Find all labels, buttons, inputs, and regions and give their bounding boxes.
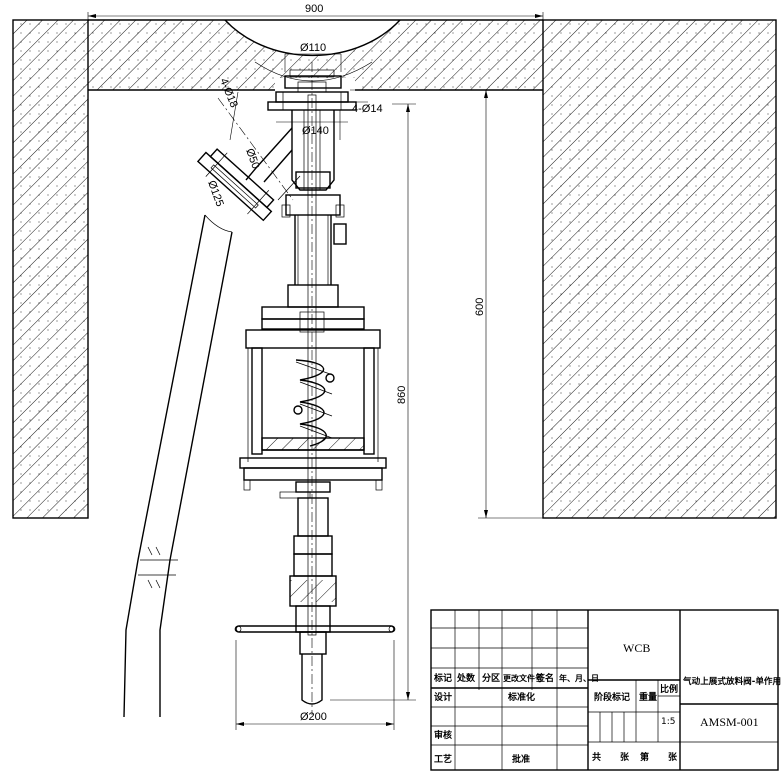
dim-branch: Ø50: [243, 147, 261, 171]
title-block: 标记 处数 分区 更改文件号 签名 年、月、日 设计 标准化 审核 工艺 批准 …: [430, 609, 781, 771]
dim-600: 600: [474, 298, 486, 316]
dim-overall-width: 900: [305, 3, 323, 15]
pneumatic-cylinder: [239, 329, 387, 493]
tb-row-design: 设计: [434, 691, 452, 703]
dim-860: 860: [396, 386, 408, 404]
tb-scale-value: 1:5: [661, 717, 675, 727]
tb-drawing-no: AMSM-001: [700, 715, 759, 729]
tb-title: 气动上展式放料阀-单作用带手动: [682, 675, 781, 687]
dim-handwheel: Ø200: [300, 711, 327, 723]
tb-weight-label: 重量: [639, 691, 657, 703]
tb-material: WCB: [623, 641, 650, 655]
tb-row-process: 工艺: [434, 753, 452, 765]
dim-top-holes: 4-Ø14: [352, 103, 383, 115]
tb-sheets-sheet: 第: [640, 751, 649, 763]
valve-body: [123, 69, 357, 718]
tb-sheets-total: 共: [592, 751, 601, 763]
wall-sections: [12, 19, 777, 519]
tb-stage-label: 阶段标记: [594, 691, 630, 703]
tb-row-review: 审核: [434, 729, 452, 741]
tb-header-count: 处数: [456, 672, 476, 684]
tb-header-date: 年、月、日: [559, 673, 599, 683]
dim-flange: Ø140: [302, 125, 329, 137]
dimension-labels: 900 Ø110 Ø140 4-Ø14 4-Ø18 Ø50 Ø125 600 8…: [205, 3, 486, 723]
tb-sheets-sheet-unit: 张: [668, 751, 678, 763]
tb-sheets-total-unit: 张: [620, 751, 630, 763]
tb-row-standard: 标准化: [507, 691, 535, 703]
tb-header-sign: 签名: [535, 672, 554, 684]
tb-scale-label: 比例: [660, 683, 678, 695]
tb-row-approve: 批准: [512, 753, 530, 765]
tb-header-change-doc: 更改文件号: [503, 673, 543, 683]
bonnet-yoke: [261, 171, 365, 333]
tb-header-zone: 分区: [482, 672, 500, 684]
manual-override: [234, 491, 396, 705]
dimension-lines: [87, 12, 545, 730]
centerlines: [217, 62, 313, 715]
tb-header-mark: 标记: [433, 672, 452, 684]
dim-top-port: Ø110: [300, 42, 326, 54]
